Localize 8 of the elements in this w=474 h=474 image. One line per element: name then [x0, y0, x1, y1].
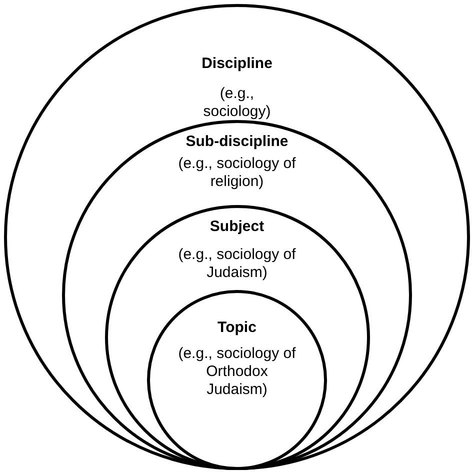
circle-heading: Topic: [218, 319, 256, 337]
circle-heading: Sub-discipline: [186, 133, 288, 151]
circle-heading: Subject: [210, 218, 264, 236]
circle-heading: Discipline: [202, 55, 272, 73]
example-text: (e.g., sociology of religion): [177, 155, 297, 191]
example-text: (e.g., sociology): [202, 85, 272, 121]
example-text: (e.g., sociology of Judaism): [177, 246, 297, 282]
example-text: (e.g., sociology of Orthodox Judaism): [177, 345, 297, 399]
